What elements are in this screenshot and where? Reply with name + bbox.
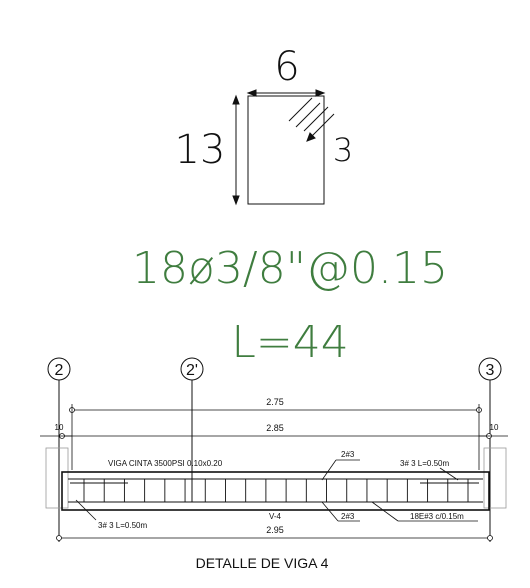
hook-arrow: [306, 132, 316, 142]
dim-2-95-tick-right: [487, 535, 493, 541]
top-dimensions: [40, 404, 508, 470]
axis-2: 2: [47, 357, 71, 542]
width-dim-arrow-right: [315, 89, 326, 97]
beam-id-label: V-4: [269, 512, 282, 521]
right-bar-note: 3# 3 L=0.50m: [400, 459, 449, 468]
stirrup-section: [232, 89, 335, 206]
hook-line-2: [295, 102, 321, 128]
height-dim-arrow-bottom: [232, 195, 240, 206]
bottom-dimension: [56, 535, 493, 541]
axis-3: 3: [478, 357, 502, 542]
detail-caption: DETALLE DE VIGA 4: [196, 555, 329, 571]
leader-stirrups: [371, 501, 399, 522]
leader-top-bars: [321, 459, 337, 481]
dim-label-2-85: 2.85: [266, 423, 284, 433]
side-dim-label-left: 10: [55, 423, 64, 432]
leader-right-note: [439, 467, 459, 481]
stirrup-lines: [83, 479, 469, 502]
axis-label-2-prime: 2': [186, 362, 198, 379]
leader-bottom-bars: [321, 501, 339, 522]
hook-line-1: [288, 97, 313, 122]
axis-label-2: 2: [55, 362, 64, 379]
beam-name-label: VIGA CINTA 3500PSI 0.10x0.20: [108, 459, 223, 468]
bottom-bars-label: 2#3: [341, 512, 355, 521]
stirrup-rectangle: [247, 95, 325, 205]
dim-label-2-95: 2.95: [266, 525, 284, 535]
beam-outline: [61, 471, 490, 511]
dim-2-95-tick-left: [56, 535, 62, 541]
leader-left-note: [75, 499, 97, 521]
beam-elevation: [61, 459, 490, 522]
hook-line-3: [303, 106, 329, 132]
section-width-label: 6: [274, 44, 299, 90]
section-height-label: 13: [175, 127, 226, 173]
axis-label-3: 3: [486, 362, 495, 379]
length-spec: L=44: [231, 317, 348, 368]
axis-2-prime: 2': [180, 357, 204, 502]
width-dim-arrow-left: [246, 89, 257, 97]
side-dim-label-right: 10: [490, 423, 499, 432]
dim-label-2-75: 2.75: [266, 397, 284, 407]
rebar-spec: 18ø3/8"@0.15: [132, 243, 448, 294]
section-hook-label: 3: [333, 131, 353, 169]
column-stubs: [45, 447, 507, 509]
stirrups-note: 18E#3 c/0.15m: [410, 512, 464, 521]
column-left: [45, 447, 69, 509]
top-bars-label: 2#3: [341, 450, 355, 459]
height-dim-arrow-top: [232, 94, 240, 105]
column-right: [483, 447, 507, 509]
left-bar-note: 3# 3 L=0.50m: [98, 521, 147, 530]
